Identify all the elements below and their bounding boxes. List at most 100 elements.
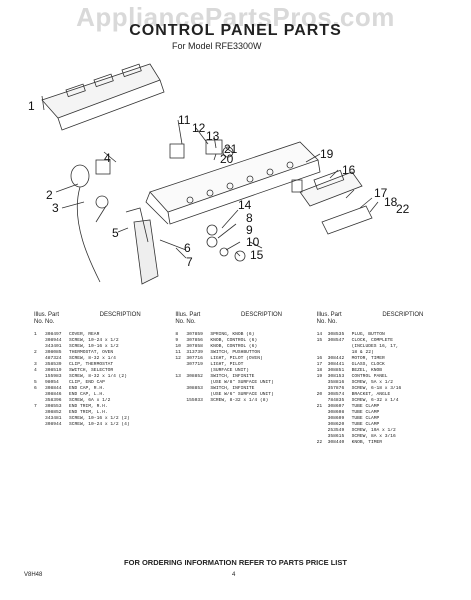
number-header: No. No. bbox=[175, 319, 196, 325]
part-number: 358615 bbox=[327, 434, 345, 439]
thermostat bbox=[70, 164, 90, 188]
part-description: SCREW, 6-18 x 3/16 bbox=[351, 386, 402, 391]
illus-number: 11 bbox=[175, 350, 181, 355]
part-number: 308553 bbox=[45, 404, 62, 409]
callout-3: 3 bbox=[52, 201, 59, 215]
part-number: 307859 bbox=[186, 332, 203, 337]
part-row: 358615 SCREW, 8A x 3/16 bbox=[317, 434, 454, 440]
part-row: 18 & 22) bbox=[317, 350, 454, 356]
illus-part-header: Illus. Part bbox=[316, 312, 342, 318]
document-number: V8H48 bbox=[24, 572, 43, 578]
illus-number: 20 bbox=[316, 392, 323, 397]
part-number: 308574 bbox=[327, 392, 345, 397]
illus-number: 12 bbox=[175, 356, 181, 361]
exploded-diagram: 1 2 3 4 5 6 7 8 9 10 11 12 13 14 15 16 1… bbox=[28, 63, 410, 285]
part-number: 358396 bbox=[45, 398, 62, 403]
part-description: END TRIM, R.H. bbox=[69, 404, 108, 409]
illus-number: 1 bbox=[34, 332, 37, 337]
part-description: END CAP, L.H. bbox=[69, 392, 105, 397]
part-description: SCREW, 8A x 3/16 bbox=[351, 434, 396, 439]
part-row: 358396 SCREW, 6A x 1/2 bbox=[34, 398, 171, 404]
part-description: SCREW, 10-16 x 1/2 (2) bbox=[69, 416, 130, 421]
description-header: DESCRIPTION bbox=[240, 312, 282, 318]
part-description: PLUG, BUTTON bbox=[351, 332, 385, 337]
part-description: SWITCH, SELECTOR bbox=[69, 368, 114, 373]
part-description: SCREW, 10-24 x 1/2 bbox=[69, 338, 119, 343]
part-number: 308441 bbox=[327, 362, 345, 367]
page-title: CONTROL PANEL PARTS bbox=[129, 22, 342, 39]
part-number: 343401 bbox=[45, 344, 62, 349]
callout-14: 14 bbox=[238, 198, 252, 212]
illus-number: 21 bbox=[316, 404, 323, 409]
part-description: SCREW, 5A x 1/2 bbox=[351, 380, 394, 385]
callout-11: 11 bbox=[178, 113, 191, 127]
part-number: 308944 bbox=[45, 422, 62, 427]
callout-15: 15 bbox=[250, 248, 264, 262]
illus-part-header: Illus. Part bbox=[34, 312, 60, 318]
part-description: CLIP, THERMOSTAT bbox=[69, 362, 114, 367]
illus-number: 22 bbox=[316, 440, 323, 445]
part-number: 308607 bbox=[327, 404, 345, 409]
part-description: CLIP, END CAP bbox=[69, 380, 105, 385]
callout-1: 1 bbox=[28, 99, 35, 113]
part-description: SWITCH, INFINITE bbox=[210, 374, 255, 379]
illus-part-header: Illus. Part bbox=[175, 312, 201, 318]
ordering-note: FOR ORDERING INFORMATION REFER TO PARTS … bbox=[124, 558, 347, 567]
callout-17: 17 bbox=[374, 186, 388, 200]
part-number: 308846 bbox=[45, 392, 62, 397]
illus-number: 8 bbox=[175, 332, 179, 337]
description-header: DESCRIPTION bbox=[382, 312, 424, 318]
part-description: END CAP, R.H. bbox=[69, 386, 105, 391]
part-number: 357876 bbox=[327, 386, 345, 391]
number-header: No. No. bbox=[34, 319, 55, 325]
part-description: MOTOR, TIMER bbox=[351, 356, 385, 361]
illus-number bbox=[34, 422, 45, 428]
illus-number: 13 bbox=[175, 374, 181, 379]
part-number: 307858 bbox=[186, 344, 203, 349]
illus-number: 17 bbox=[316, 362, 323, 367]
part-number: 784835 bbox=[327, 398, 345, 403]
part-description: CONTROL PANEL bbox=[351, 374, 388, 379]
illus-number bbox=[175, 398, 186, 404]
rear-cover bbox=[41, 63, 161, 119]
part-description: LIGHT, PILOT (OVEN) bbox=[210, 356, 263, 361]
part-description: TUBE CLAMP bbox=[351, 422, 380, 427]
illus-number: 18 bbox=[316, 368, 323, 373]
part-number: 308853 bbox=[186, 386, 203, 391]
part-description: COVER, REAR bbox=[69, 332, 100, 337]
part-number: 308944 bbox=[45, 338, 62, 343]
part-number: 308852 bbox=[45, 410, 62, 415]
column-header: Illus. Part DESCRIPTION No. No. bbox=[175, 312, 312, 326]
part-description: SCREW, 6A x 1/2 bbox=[69, 398, 111, 403]
part-description: CLOCK, COMPLETE bbox=[351, 338, 394, 343]
part-number: 308844 bbox=[45, 386, 62, 391]
illus-number: 16 bbox=[316, 356, 323, 361]
part-description: SWITCH, PUSHBUTTON bbox=[210, 350, 260, 355]
part-description: SCREW, 10A x 1/2 bbox=[351, 428, 396, 433]
part-row: (USE W/6" SURFACE UNIT) bbox=[175, 392, 312, 398]
part-number: 358539 bbox=[45, 362, 62, 367]
part-number: 307716 bbox=[186, 356, 203, 361]
